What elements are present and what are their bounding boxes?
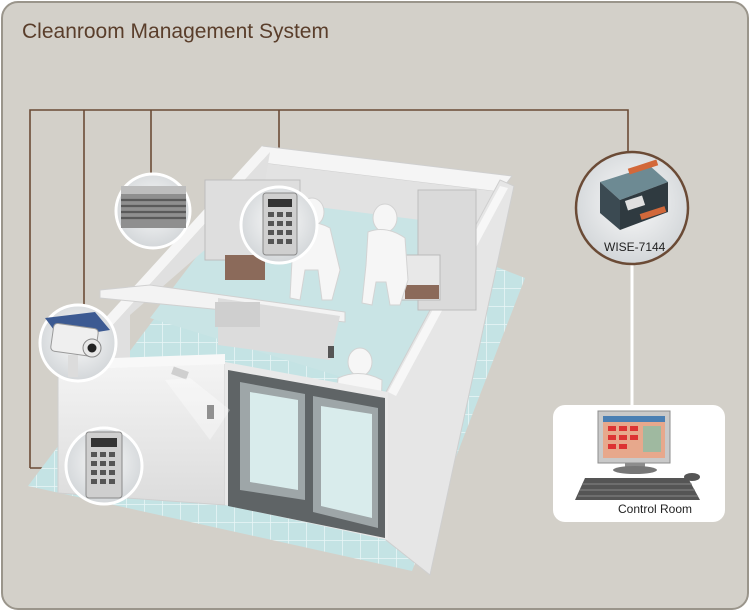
connector-lines xyxy=(29,109,629,469)
air-vent-callout xyxy=(114,172,192,250)
keypad-icon xyxy=(85,431,123,499)
access-keypad-callout-lower xyxy=(64,426,144,506)
keypad-icon xyxy=(262,192,298,256)
inner-keypad-small xyxy=(328,346,334,358)
wall-camera xyxy=(165,366,230,440)
io-module-icon xyxy=(600,159,668,230)
wall-keypad-small xyxy=(207,405,214,419)
camera-icon xyxy=(45,312,110,377)
right-wall xyxy=(385,179,515,576)
wise-device-callout xyxy=(574,150,690,266)
security-camera-callout xyxy=(38,303,118,383)
computer-workstation-icon xyxy=(575,410,700,500)
diagram-title: Cleanroom Management System xyxy=(22,20,329,43)
access-keypad-callout-upper xyxy=(239,185,319,265)
wise-device-label: WISE-7144 xyxy=(604,240,666,254)
bus-line xyxy=(29,109,629,468)
air-vent-icon xyxy=(121,186,186,228)
double-door xyxy=(228,370,385,538)
control-room-label: Control Room xyxy=(618,502,693,516)
